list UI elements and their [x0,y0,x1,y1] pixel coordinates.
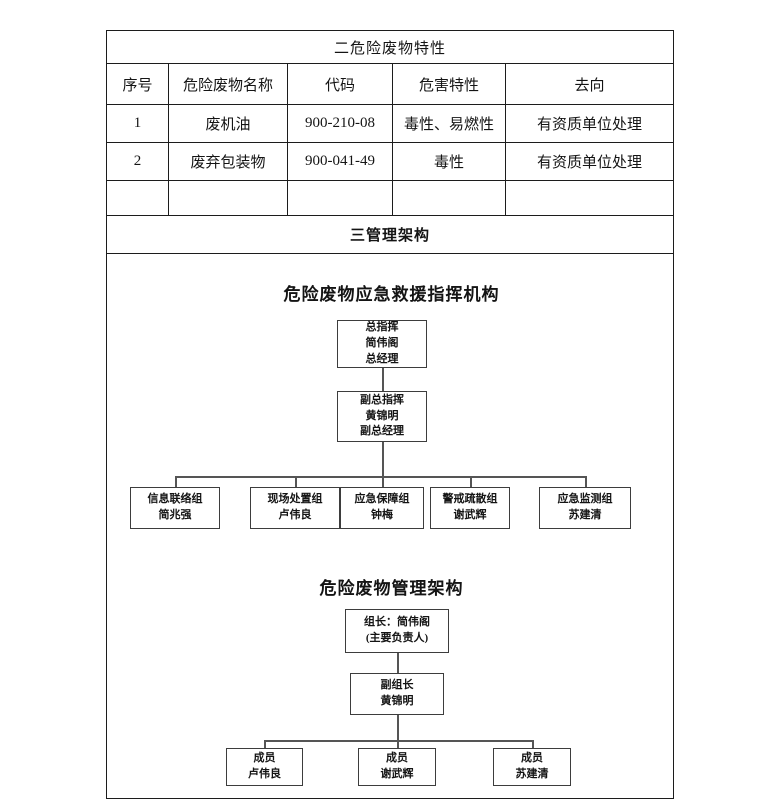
deputy-leader-role: 副组长 [380,679,414,692]
table-cell: 毒性、易燃性 [392,104,506,143]
deputy-role: 副总指挥 [360,393,404,406]
emergency-chart-title: 危险废物应急救援指挥机构 [283,285,500,304]
table-cell: 1 [106,104,169,143]
org-box-group: 信息联络组 简兆强 [130,487,220,529]
table-header-row: 序号 危险废物名称 代码 危害特性 去向 [106,63,675,105]
member-name: 卢伟良 [248,768,281,780]
commander-name: 简伟阁 [365,337,399,350]
column-header-code: 代码 [287,63,393,105]
org-box-commander: 总指挥 简伟阁 总经理 [337,320,427,368]
connector-stub [397,740,399,748]
org-box-member: 成员 卢伟良 [226,748,303,786]
org-box-member: 成员 谢武辉 [358,748,436,786]
charts-cell: 危险废物应急救援指挥机构 总指挥 简伟阁 总经理 副总指挥 黄锦明 副总经理 [105,253,675,799]
group-name: 信息联络组 [147,493,203,506]
connector-vline [382,368,384,391]
group-person: 卢伟良 [278,509,312,521]
table-title-row: 二危险废物特性 [105,30,675,64]
org-box-deputy-leader: 副组长 黄锦明 [350,673,444,715]
group-person: 钟梅 [371,509,393,521]
table-cell: 2 [106,142,169,181]
table-cell-empty [168,180,288,216]
section-title: 三管理架构 [105,215,675,254]
column-header-destination: 去向 [504,63,675,105]
member-name: 谢武辉 [380,768,414,780]
deputy-name: 黄锦明 [365,409,399,422]
connector-stub [295,476,297,487]
table-row: 1 废机油 900-210-08 毒性、易燃性 有资质单位处理 [106,104,675,143]
org-box-group: 应急监测组 苏建清 [539,487,631,529]
table-cell: 900-210-08 [287,104,393,143]
charts-row: 危险废物应急救援指挥机构 总指挥 简伟阁 总经理 副总指挥 黄锦明 副总经理 [105,253,675,799]
connector-vline [397,653,399,673]
org-box-deputy-commander: 副总指挥 黄锦明 副总经理 [337,391,427,442]
group-name: 警戒疏散组 [442,493,498,506]
table-cell: 毒性 [392,142,506,181]
org-box-leader: 组长：简伟阁 (主要负责人) [345,609,449,653]
connector-stub [585,476,587,487]
table-row: 2 废弃包装物 900-041-49 毒性 有资质单位处理 [106,142,675,181]
table-cell-empty [287,180,393,216]
table-cell: 有资质单位处理 [504,142,675,181]
commander-role: 总指挥 [365,321,399,334]
table-cell: 有资质单位处理 [504,104,675,143]
org-charts-area: 危险废物应急救援指挥机构 总指挥 简伟阁 总经理 副总指挥 黄锦明 副总经理 [109,254,674,798]
group-name: 现场处置组 [267,493,323,506]
table-empty-row [106,180,675,216]
table-title: 二危险废物特性 [105,30,675,64]
connector-stub [264,740,266,748]
deputy-title: 副总经理 [360,425,404,438]
member-role: 成员 [386,752,408,765]
table-cell-empty [392,180,506,216]
connector-stub [175,476,177,487]
connector-hline [175,476,585,478]
hazardous-waste-table: 二危险废物特性 序号 危险废物名称 代码 危害特性 去向 1 废机油 900-2… [105,30,675,799]
management-chart-title: 危险废物管理架构 [319,579,464,598]
table-cell-empty [504,180,675,216]
member-role: 成员 [521,752,543,765]
group-person: 简兆强 [158,509,192,521]
group-person: 谢武辉 [453,509,487,521]
column-header-index: 序号 [106,63,169,105]
table-cell: 废弃包装物 [168,142,288,181]
leader-name: 组长：简伟阁 [364,616,430,629]
column-header-waste-name: 危险废物名称 [168,63,288,105]
member-role: 成员 [253,752,276,765]
org-box-group: 现场处置组 卢伟良 [250,487,340,529]
deputy-leader-name: 黄锦明 [380,695,414,707]
table-cell: 900-041-49 [287,142,393,181]
org-box-group: 应急保障组 钟梅 [340,487,424,529]
connector-vline [397,715,399,740]
table-cell-empty [106,180,169,216]
member-name: 苏建清 [515,768,549,780]
group-name: 应急监测组 [557,493,613,506]
column-header-hazard: 危害特性 [392,63,506,105]
group-name: 应急保障组 [354,493,410,506]
connector-stub [382,476,384,487]
table-cell: 废机油 [168,104,288,143]
group-person: 苏建清 [568,509,602,521]
connector-stub [470,476,472,487]
org-box-member: 成员 苏建清 [493,748,571,786]
connector-vline [382,442,384,476]
section-title-row: 三管理架构 [105,215,675,254]
org-box-group: 警戒疏散组 谢武辉 [430,487,510,529]
connector-stub [532,740,534,748]
commander-title: 总经理 [365,352,399,365]
leader-note: (主要负责人) [365,632,429,644]
